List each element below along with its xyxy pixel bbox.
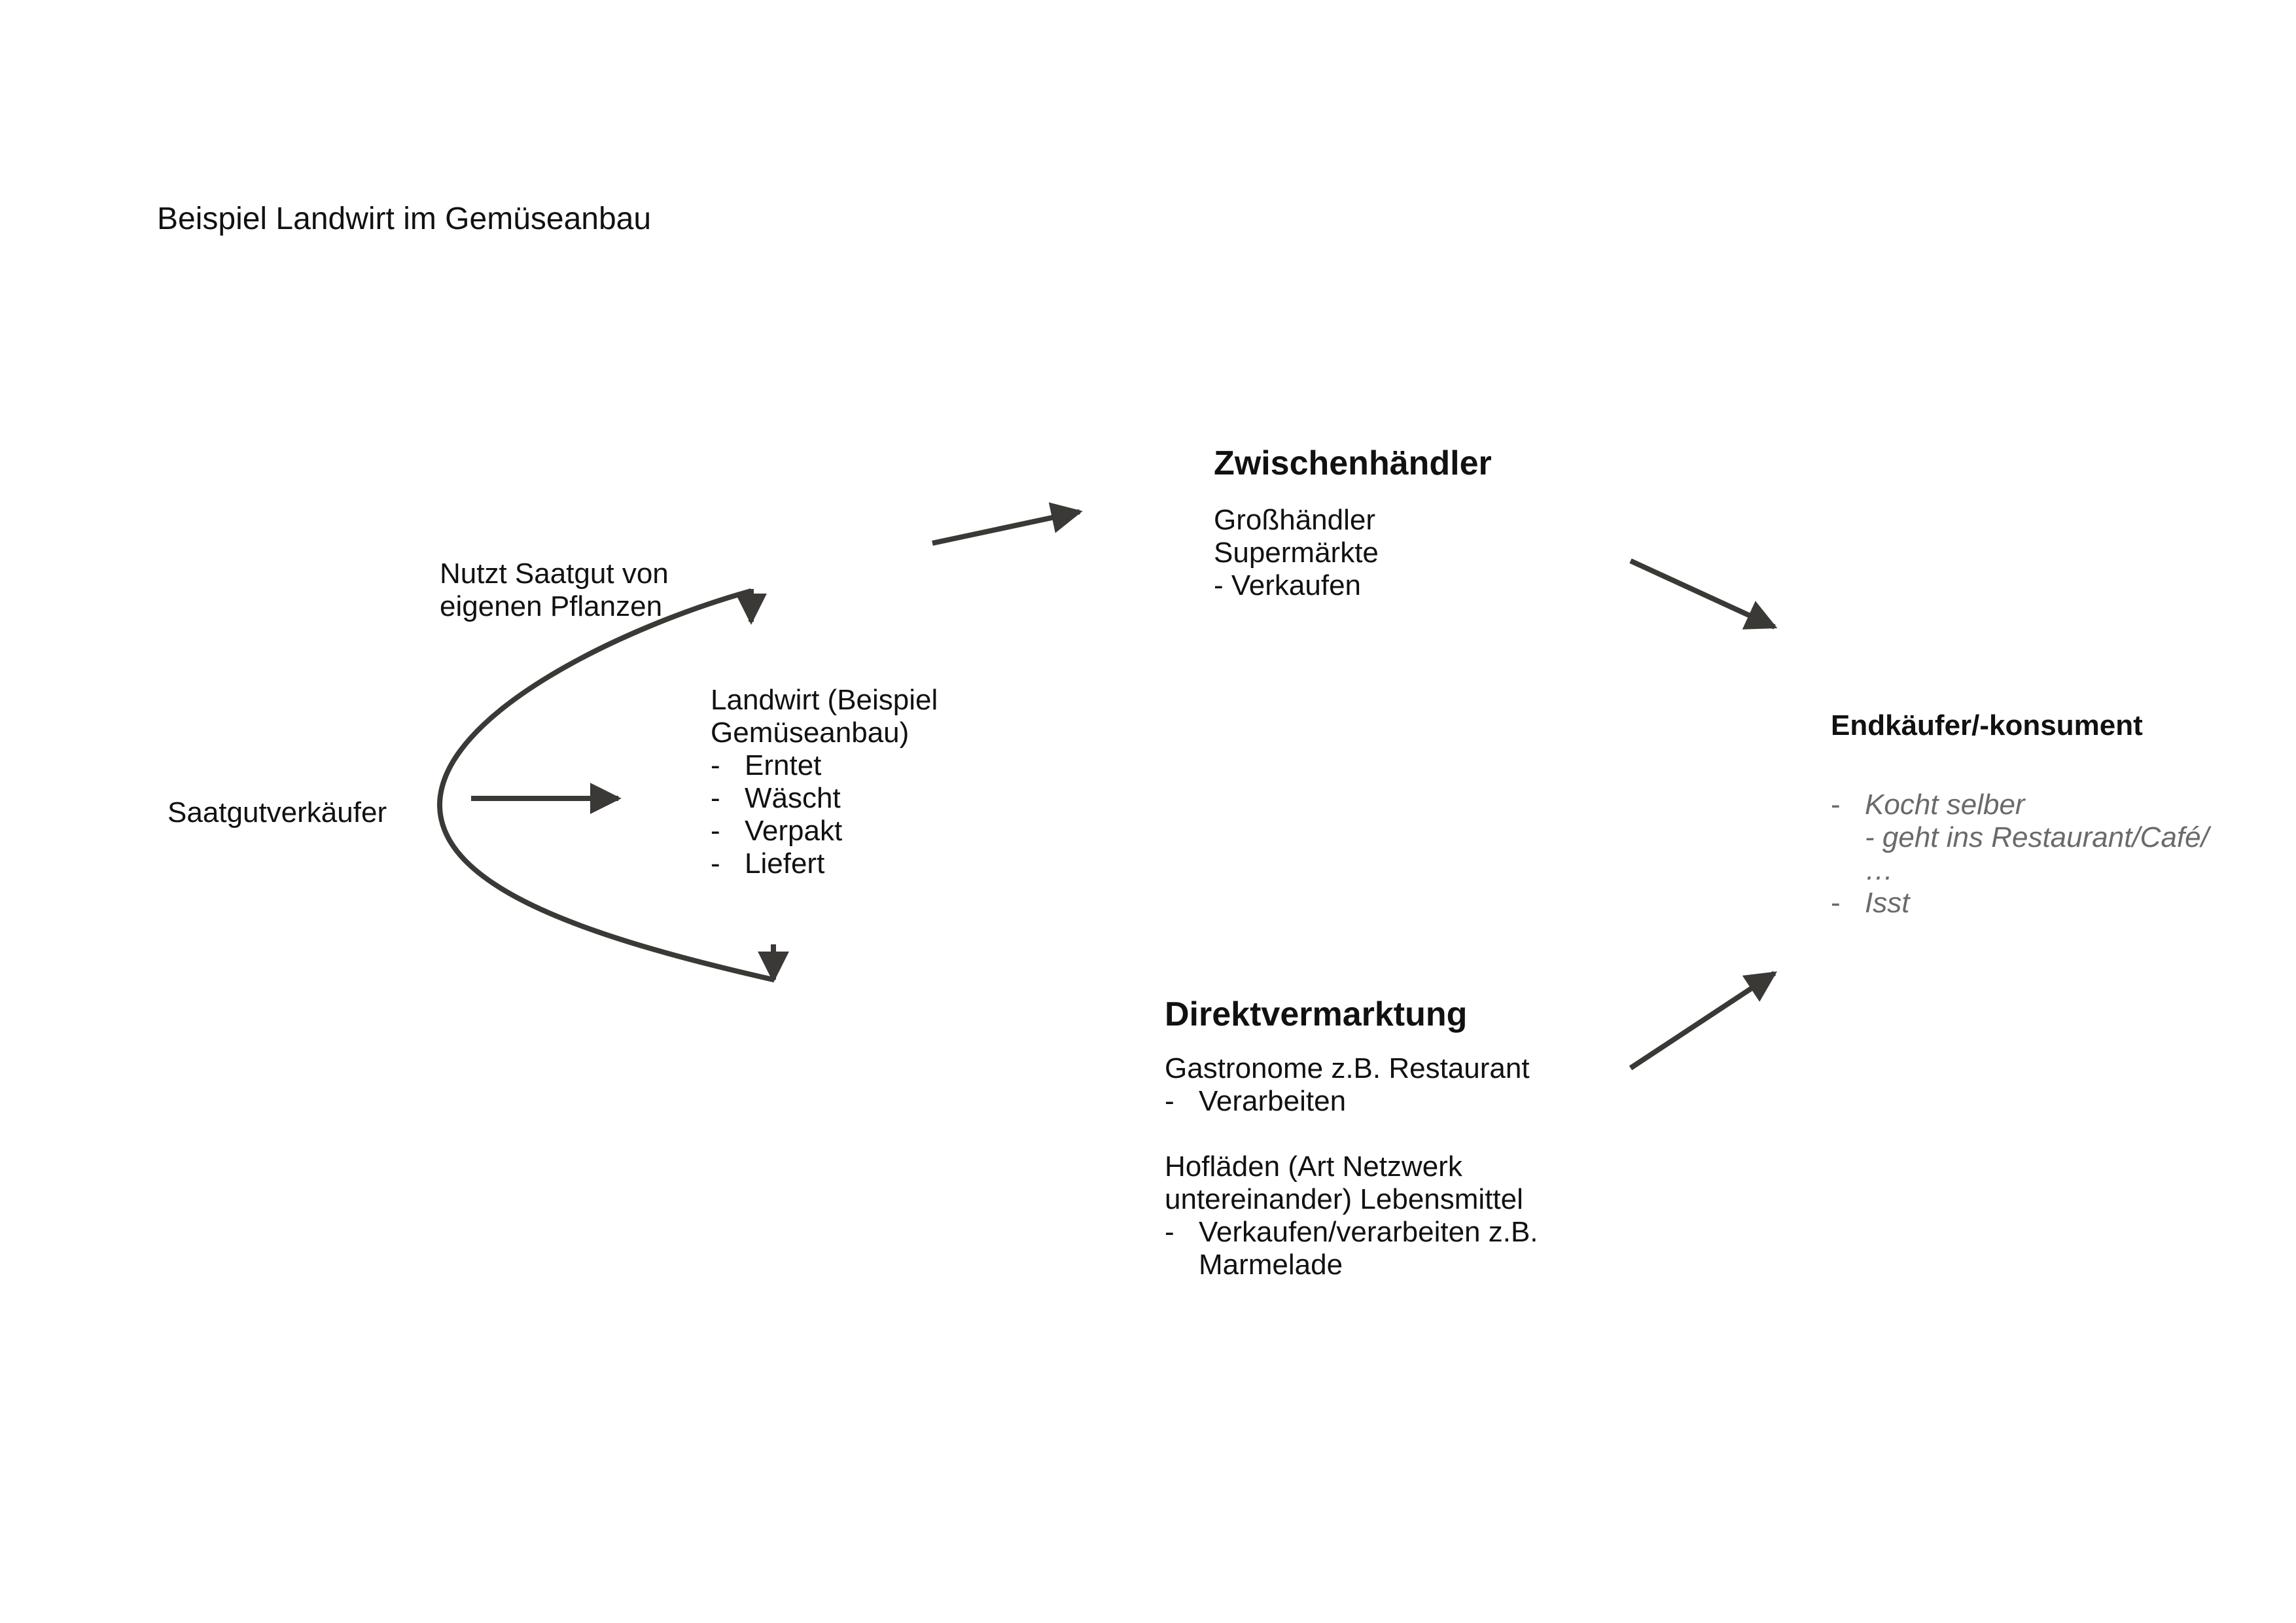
- bullet-dash: -: [711, 749, 720, 781]
- consumer-sub-label: …: [1865, 854, 1894, 886]
- direct-task-label: Verkaufen/verarbeiten z.B.: [1199, 1216, 1538, 1248]
- intermediary-details: Großhändler Supermärkte - Verkaufen: [1214, 504, 1379, 602]
- consumer-heading: Endkäufer/-konsument: [1831, 709, 2143, 741]
- spacer: [1165, 1118, 1538, 1150]
- farmer-task-label: Wäscht: [745, 782, 841, 814]
- intermediary-line: - Verkaufen: [1214, 569, 1362, 601]
- direct-line: Hofläden (Art Netzwerk: [1165, 1150, 1462, 1183]
- loop-note: Nutzt Saatgut von eigenen Pflanzen: [440, 558, 669, 623]
- farmer-task: -Liefert: [711, 847, 938, 880]
- seed-loop-curve: [436, 588, 774, 982]
- intermediary-line: Supermärkte: [1214, 537, 1379, 569]
- consumer-activity-label: Isst: [1865, 887, 1910, 919]
- diagram-title: Beispiel Landwirt im Gemüseanbau: [157, 202, 652, 236]
- farmer-label-line: Landwirt (Beispiel: [711, 684, 938, 716]
- farmer-task-label: Verpakt: [745, 815, 843, 847]
- consumer-activity-label: Kocht selber: [1865, 789, 2025, 821]
- bullet-dash: -: [1165, 1216, 1174, 1248]
- consumer-activity: -Isst: [1831, 887, 2209, 919]
- direct-task-label: Marmelade: [1199, 1249, 1343, 1281]
- arrow-farmer-to-intermediary: [932, 502, 1083, 546]
- bullet-dash: -: [711, 815, 720, 847]
- bullet-dash: -: [711, 847, 720, 880]
- arrow-intermediary-to-consumer: [1629, 558, 1778, 630]
- direct-line: Gastronome z.B. Restaurant: [1165, 1052, 1530, 1084]
- node-seed-seller: Saatgutverkäufer: [168, 796, 387, 829]
- consumer-activity: -Kocht selber: [1831, 789, 2209, 821]
- farmer-label-line: Gemüseanbau): [711, 717, 910, 749]
- loop-note-line: Nutzt Saatgut von: [440, 558, 669, 590]
- consumer-sub-line: - geht ins Restaurant/Café/: [1831, 821, 2209, 854]
- direct-task-continued: Marmelade: [1165, 1249, 1538, 1281]
- consumer-sub-label: - geht ins Restaurant/Café/: [1865, 821, 2209, 853]
- farmer-task-label: Liefert: [745, 847, 825, 880]
- intermediary-line: Großhändler: [1214, 504, 1376, 536]
- direct-marketing-details: Gastronome z.B. Restaurant -Verarbeiten …: [1165, 1052, 1538, 1281]
- bullet-dash: -: [711, 782, 720, 814]
- direct-line: untereinander) Lebensmittel: [1165, 1183, 1523, 1215]
- farmer-task: -Wäscht: [711, 782, 938, 815]
- direct-task: -Verarbeiten: [1165, 1085, 1538, 1118]
- bullet-dash: -: [1831, 789, 1841, 821]
- loop-note-line: eigenen Pflanzen: [440, 590, 663, 622]
- intermediary-heading: Zwischenhändler: [1214, 444, 1492, 482]
- direct-task: -Verkaufen/verarbeiten z.B.: [1165, 1216, 1538, 1249]
- consumer-sub-line: …: [1831, 854, 2209, 887]
- farmer-task-label: Erntet: [745, 749, 822, 781]
- bullet-dash: -: [1165, 1085, 1174, 1117]
- bullet-dash: -: [1831, 887, 1841, 919]
- farmer-task: -Erntet: [711, 749, 938, 782]
- node-farmer: Landwirt (Beispiel Gemüseanbau) -Erntet …: [711, 684, 938, 880]
- farmer-task: -Verpakt: [711, 815, 938, 847]
- direct-marketing-heading: Direktvermarktung: [1165, 995, 1468, 1033]
- consumer-details: -Kocht selber - geht ins Restaurant/Café…: [1831, 789, 2209, 919]
- direct-task-label: Verarbeiten: [1199, 1085, 1347, 1117]
- arrow-direct-to-consumer: [1629, 971, 1778, 1071]
